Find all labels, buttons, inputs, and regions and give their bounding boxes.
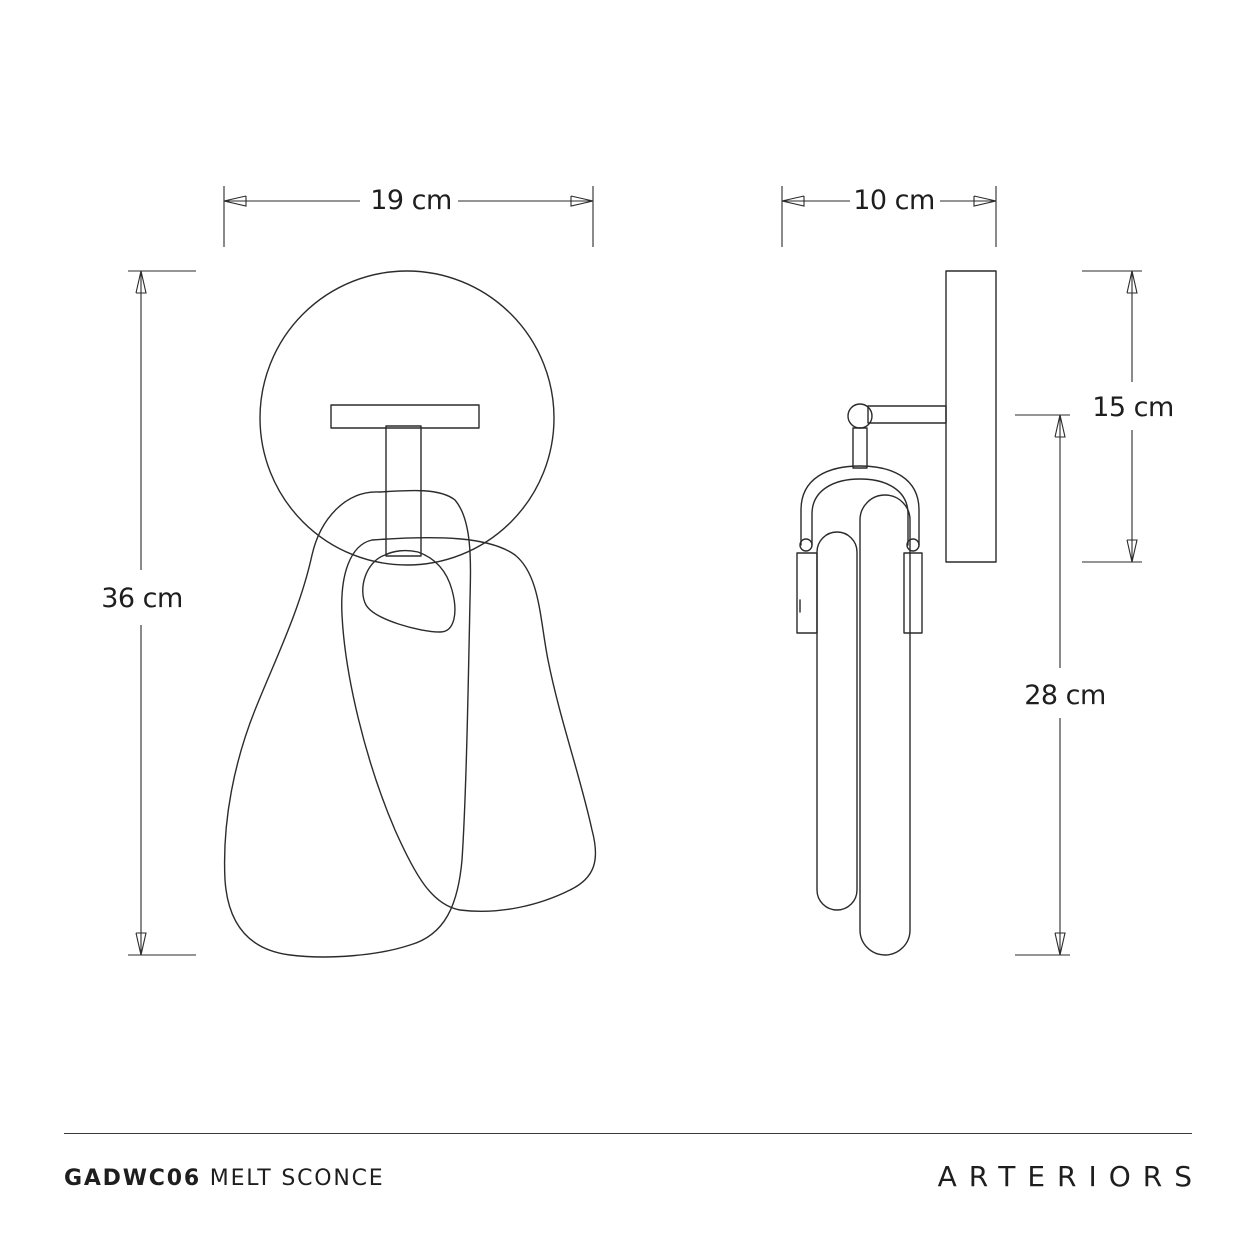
product-code: GADWC06 bbox=[64, 1166, 201, 1191]
front-front-glass-shade bbox=[341, 536, 597, 912]
brand-logo: ARTERIORS bbox=[937, 1160, 1204, 1193]
side-depth-label: 10 cm bbox=[853, 185, 935, 216]
front-vertical-arm bbox=[385, 425, 422, 557]
front-backplate-circle bbox=[259, 270, 555, 566]
dimension-side-depth: 10 cm bbox=[781, 185, 997, 247]
dimension-front-height: 36 cm bbox=[101, 270, 196, 956]
front-width-label: 19 cm bbox=[370, 185, 452, 216]
footer-divider bbox=[64, 1133, 1192, 1134]
side-right-clamp bbox=[903, 552, 923, 634]
dimension-backplate-height: 15 cm bbox=[1082, 270, 1174, 563]
dimension-front-width: 19 cm bbox=[223, 185, 594, 247]
front-height-label: 36 cm bbox=[101, 583, 183, 614]
side-back-tube bbox=[859, 494, 911, 956]
front-view bbox=[223, 270, 597, 958]
side-left-screw bbox=[799, 538, 813, 552]
side-right-screw bbox=[906, 538, 920, 552]
product-title: GADWC06 MELT SCONCE bbox=[64, 1166, 384, 1191]
side-view bbox=[796, 270, 997, 956]
product-name: MELT SCONCE bbox=[209, 1166, 385, 1191]
front-rear-glass-shade bbox=[223, 489, 472, 958]
side-yoke-inner bbox=[811, 478, 909, 546]
side-front-tube bbox=[816, 531, 858, 911]
side-arm bbox=[867, 405, 947, 424]
backplate-height-label: 15 cm bbox=[1092, 392, 1174, 423]
front-crossbar bbox=[330, 404, 480, 429]
side-left-clamp bbox=[796, 552, 818, 634]
side-drop-stem bbox=[852, 427, 868, 469]
side-backplate bbox=[945, 270, 997, 563]
dimension-arm-to-bottom: 28 cm bbox=[1015, 414, 1106, 956]
front-shade-hole bbox=[362, 549, 456, 633]
side-yoke bbox=[800, 465, 920, 546]
arm-to-bottom-label: 28 cm bbox=[1024, 680, 1106, 711]
